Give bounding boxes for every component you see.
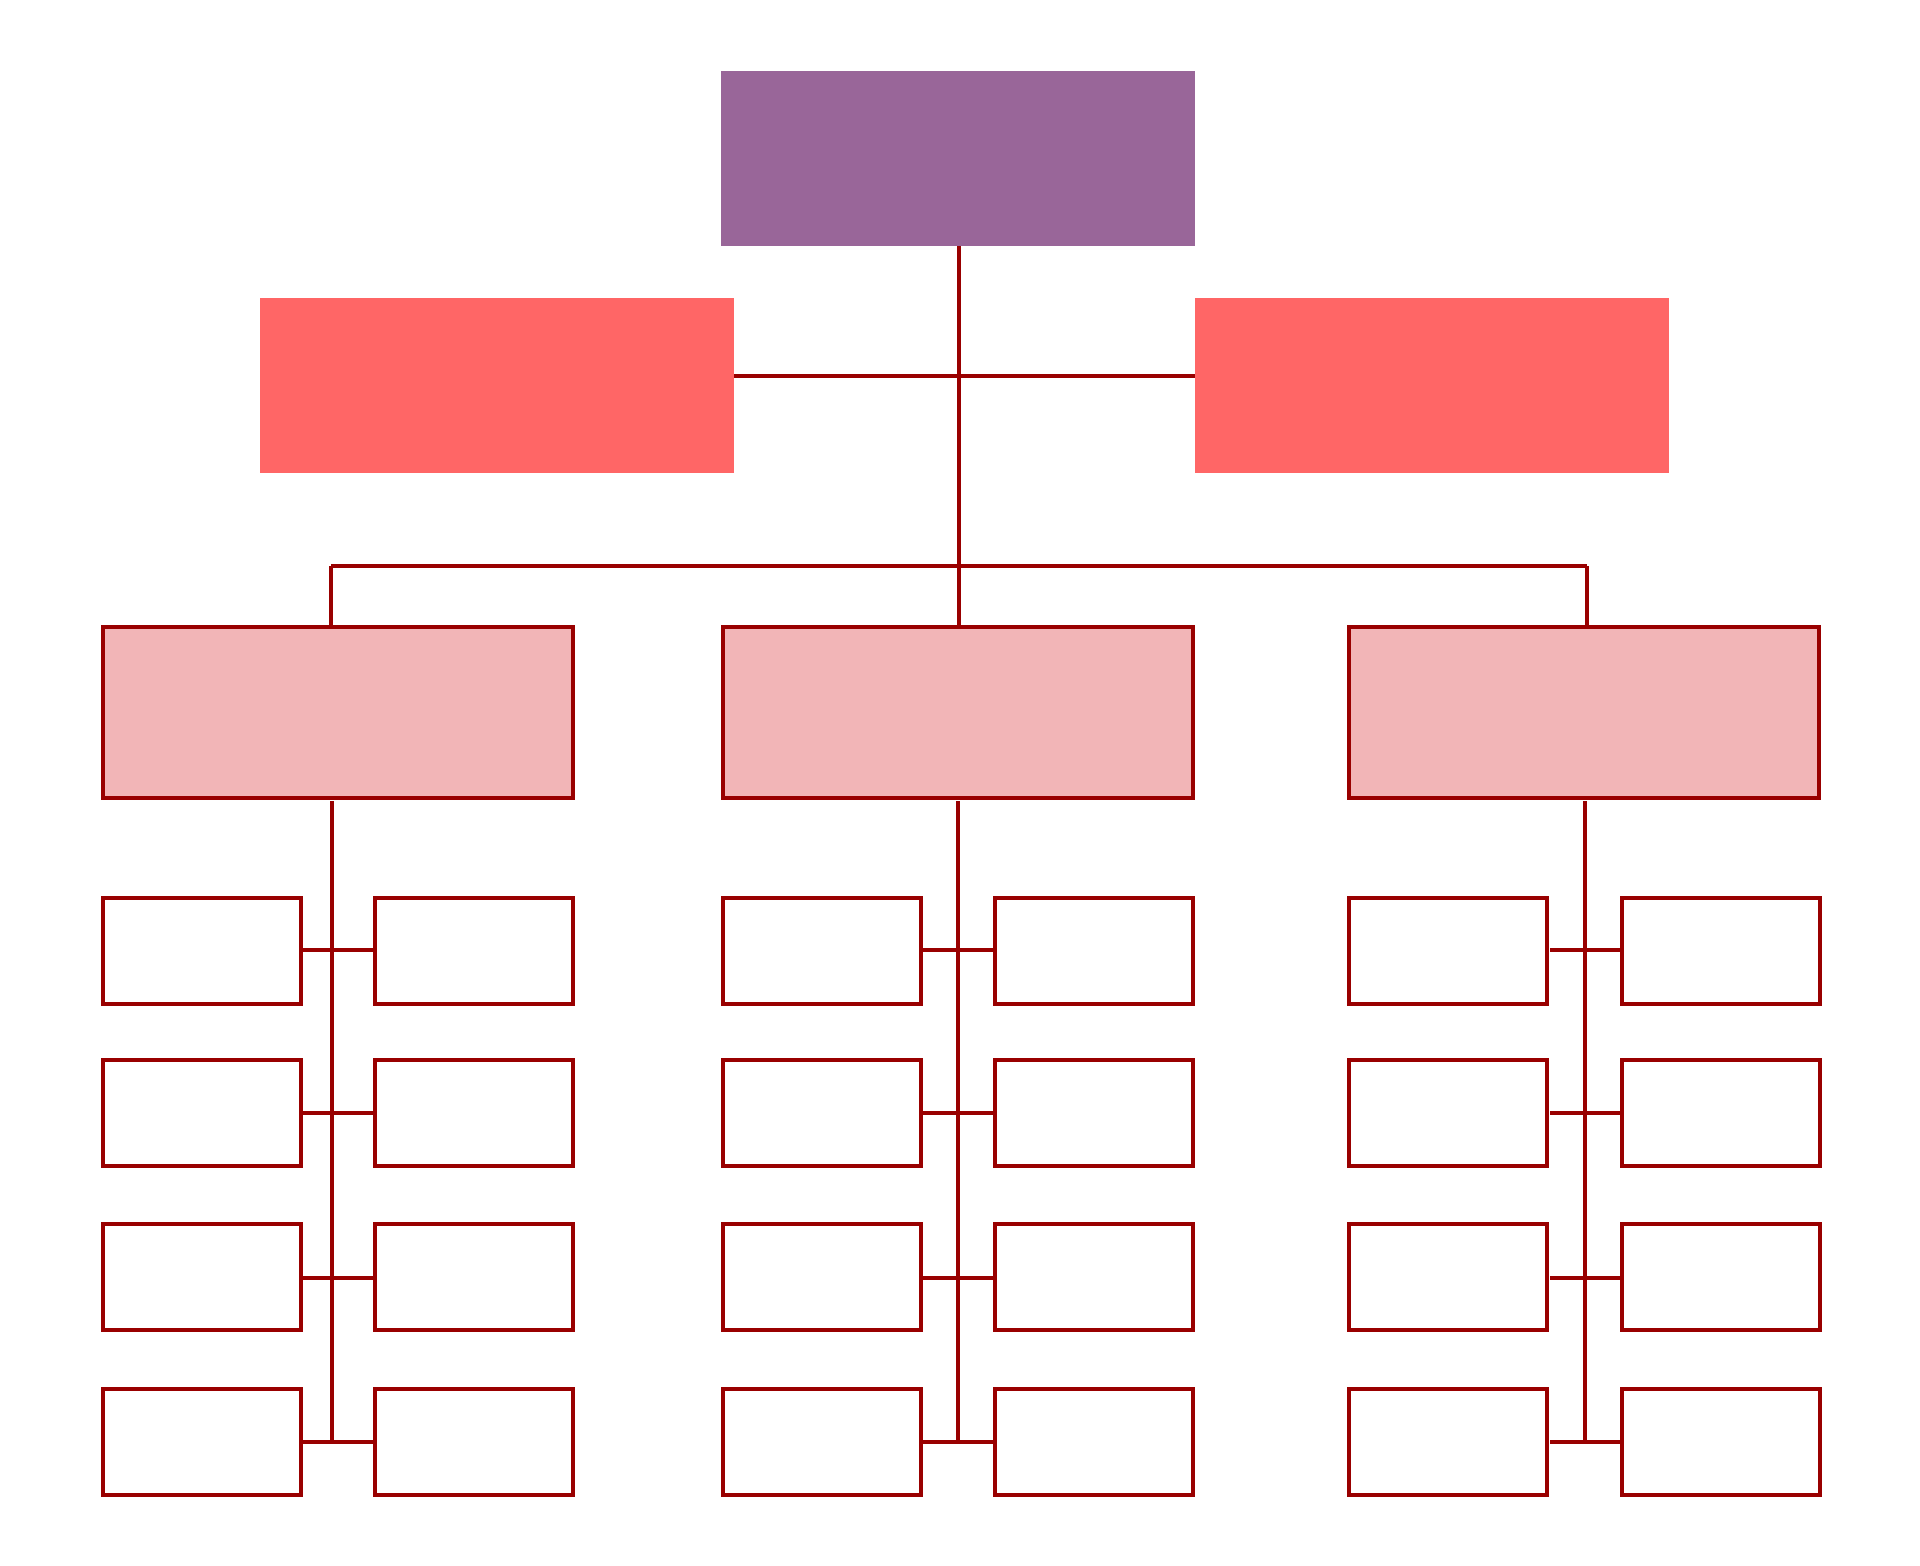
branch-1-spine xyxy=(330,801,334,1442)
branch-box-1[interactable] xyxy=(101,625,575,800)
leaf-box-2-4-label xyxy=(997,1062,1191,1164)
branch-3-row-4-connector xyxy=(1550,1440,1620,1444)
branch-3-row-1-connector xyxy=(1550,948,1620,952)
branch-box-1-label xyxy=(105,629,571,796)
leaf-box-3-6-label xyxy=(1624,1226,1818,1328)
branch-3-row-3-connector xyxy=(1550,1276,1620,1280)
branch-box-2-label xyxy=(725,629,1191,796)
leaf-box-3-2-label xyxy=(1624,900,1818,1002)
leaf-box-1-4[interactable] xyxy=(373,1058,575,1168)
side-box-right-label xyxy=(1195,298,1669,473)
branch-1-row-1-connector xyxy=(303,948,373,952)
leaf-box-1-6[interactable] xyxy=(373,1222,575,1332)
leaf-box-2-5[interactable] xyxy=(721,1222,923,1332)
leaf-box-1-8[interactable] xyxy=(373,1387,575,1497)
leaf-box-2-2-label xyxy=(997,900,1191,1002)
leaf-box-1-4-label xyxy=(377,1062,571,1164)
branch-1-row-4-connector xyxy=(303,1440,373,1444)
leaf-box-2-7-label xyxy=(725,1391,919,1493)
leaf-box-2-1[interactable] xyxy=(721,896,923,1006)
branch-2-row-3-connector xyxy=(923,1276,993,1280)
leaf-box-1-7-label xyxy=(105,1391,299,1493)
side-box-left-label xyxy=(260,298,734,473)
leaf-box-3-5[interactable] xyxy=(1347,1222,1549,1332)
branch-drop-right xyxy=(1585,566,1589,625)
leaf-box-1-2-label xyxy=(377,900,571,1002)
leaf-box-2-1-label xyxy=(725,900,919,1002)
leaf-box-1-3[interactable] xyxy=(101,1058,303,1168)
branch-2-row-4-connector xyxy=(923,1440,993,1444)
leaf-box-2-5-label xyxy=(725,1226,919,1328)
root-box[interactable] xyxy=(721,71,1195,246)
branch-2-spine xyxy=(956,801,960,1442)
leaf-box-2-8[interactable] xyxy=(993,1387,1195,1497)
leaf-box-2-8-label xyxy=(997,1391,1191,1493)
leaf-box-3-4-label xyxy=(1624,1062,1818,1164)
leaf-box-2-4[interactable] xyxy=(993,1058,1195,1168)
branch-drop-left xyxy=(329,566,333,625)
leaf-box-3-1-label xyxy=(1351,900,1545,1002)
leaf-box-3-6[interactable] xyxy=(1620,1222,1822,1332)
branch-2-row-2-connector xyxy=(923,1111,993,1115)
leaf-box-3-5-label xyxy=(1351,1226,1545,1328)
branch-box-3-label xyxy=(1351,629,1817,796)
branch-3-spine xyxy=(1583,801,1587,1442)
branch-bus-line xyxy=(331,564,1587,568)
leaf-box-1-3-label xyxy=(105,1062,299,1164)
leaf-box-2-2[interactable] xyxy=(993,896,1195,1006)
leaf-box-1-7[interactable] xyxy=(101,1387,303,1497)
leaf-box-2-3-label xyxy=(725,1062,919,1164)
leaf-box-1-1[interactable] xyxy=(101,896,303,1006)
branch-box-3[interactable] xyxy=(1347,625,1821,800)
leaf-box-1-8-label xyxy=(377,1391,571,1493)
leaf-box-1-1-label xyxy=(105,900,299,1002)
leaf-box-3-3[interactable] xyxy=(1347,1058,1549,1168)
leaf-box-3-3-label xyxy=(1351,1062,1545,1164)
leaf-box-2-3[interactable] xyxy=(721,1058,923,1168)
leaf-box-2-7[interactable] xyxy=(721,1387,923,1497)
branch-1-row-3-connector xyxy=(303,1276,373,1280)
leaf-box-3-8[interactable] xyxy=(1620,1387,1822,1497)
leaf-box-2-6[interactable] xyxy=(993,1222,1195,1332)
leaf-box-1-5[interactable] xyxy=(101,1222,303,1332)
side-box-right[interactable] xyxy=(1195,298,1669,473)
root-trunk-line xyxy=(957,245,961,625)
leaf-box-2-6-label xyxy=(997,1226,1191,1328)
branch-1-row-2-connector xyxy=(303,1111,373,1115)
leaf-box-3-7[interactable] xyxy=(1347,1387,1549,1497)
leaf-box-1-2[interactable] xyxy=(373,896,575,1006)
leaf-box-3-7-label xyxy=(1351,1391,1545,1493)
side-box-left[interactable] xyxy=(260,298,734,473)
leaf-box-3-4[interactable] xyxy=(1620,1058,1822,1168)
leaf-box-3-2[interactable] xyxy=(1620,896,1822,1006)
leaf-box-3-8-label xyxy=(1624,1391,1818,1493)
leaf-box-1-5-label xyxy=(105,1226,299,1328)
branch-3-row-2-connector xyxy=(1550,1111,1620,1115)
root-box-label xyxy=(721,71,1195,246)
leaf-box-1-6-label xyxy=(377,1226,571,1328)
branch-2-row-1-connector xyxy=(923,948,993,952)
leaf-box-3-1[interactable] xyxy=(1347,896,1549,1006)
branch-box-2[interactable] xyxy=(721,625,1195,800)
side-boxes-connector xyxy=(733,374,1195,378)
